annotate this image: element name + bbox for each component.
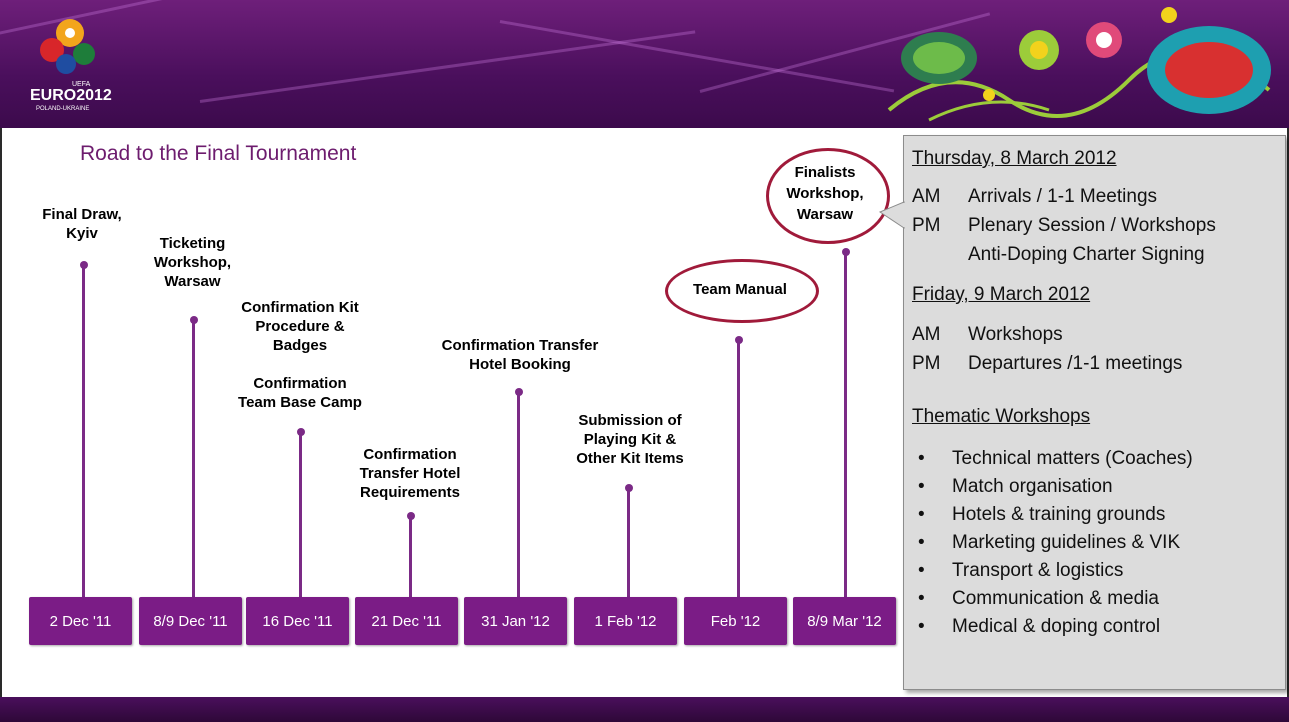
callout-item: Departures /1-1 meetings — [968, 353, 1183, 374]
date-box: 21 Dec '11 — [355, 597, 458, 645]
header-banner: UEFA EURO2012 POLAND-UKRAINE — [0, 0, 1289, 128]
timeline-dot — [842, 248, 850, 256]
event-label-transfer-hotel-requirements: Confirmation Transfer Hotel Requirements — [359, 446, 461, 501]
right-frame-line — [1287, 128, 1289, 697]
timeline-stem — [409, 516, 412, 597]
bullet-icon: • — [918, 504, 925, 525]
bullet-icon: • — [918, 476, 925, 497]
workshop-item: Medical & doping control — [952, 616, 1161, 637]
timeline-dot — [735, 336, 743, 344]
workshop-item: Match organisation — [952, 476, 1113, 497]
callout-time: PM — [912, 353, 941, 374]
event-label-team-base-camp: Confirmation Team Base Camp — [238, 375, 362, 411]
timeline-dot — [407, 512, 415, 520]
callout-item: Anti-Doping Charter Signing — [968, 244, 1205, 265]
logo-sub: POLAND-UKRAINE — [36, 106, 89, 112]
event-label-confirmation-kit: Confirmation Kit Procedure & Badges — [241, 299, 359, 354]
callout-pointer — [878, 201, 906, 229]
timeline-stem — [517, 392, 520, 597]
bullet-icon: • — [918, 448, 925, 469]
timeline-dot — [515, 388, 523, 396]
callout-workshops-heading: Thematic Workshops — [912, 406, 1091, 427]
callout-day1-heading: Thursday, 8 March 2012 — [912, 148, 1117, 169]
callout-item: Workshops — [968, 324, 1063, 345]
event-label-playing-kit: Submission of Playing Kit & Other Kit It… — [576, 412, 684, 467]
workshop-item: Transport & logistics — [952, 560, 1124, 581]
date-box: 1 Feb '12 — [574, 597, 677, 645]
left-frame-line — [0, 128, 2, 697]
date-box: 8/9 Dec '11 — [139, 597, 242, 645]
timeline-dot — [80, 261, 88, 269]
callout-item: Arrivals / 1-1 Meetings — [968, 186, 1158, 207]
timeline-stem — [192, 320, 195, 597]
bullet-icon: • — [918, 532, 925, 553]
timeline-stem — [844, 252, 847, 597]
highlight-oval-team-manual — [665, 259, 819, 323]
event-label-finalists-workshop: Finalists Workshop, Warsaw — [786, 164, 864, 223]
event-label-ticketing-workshop: Ticketing Workshop, Warsaw — [153, 235, 232, 290]
date-box: 2 Dec '11 — [29, 597, 132, 645]
slide-title: Road to the Final Tournament — [80, 142, 357, 165]
timeline-stem — [82, 264, 85, 597]
highlight-oval-finalists-workshop — [766, 148, 890, 244]
callout-day2-heading: Friday, 9 March 2012 — [912, 284, 1091, 305]
bullet-icon: • — [918, 588, 925, 609]
tournament-logo: UEFA EURO2012 POLAND-UKRAINE — [30, 19, 112, 112]
timeline-dot — [625, 484, 633, 492]
timeline-stem — [627, 488, 630, 597]
bullet-icon: • — [918, 616, 925, 637]
workshop-item: Technical matters (Coaches) — [952, 448, 1193, 469]
callout-time: AM — [912, 186, 941, 207]
callout-item: Plenary Session / Workshops — [968, 215, 1216, 236]
callout-time: AM — [912, 324, 941, 345]
stadium-flowers-decoration — [887, 7, 1271, 122]
timeline-dot — [297, 428, 305, 436]
bullet-icon: • — [918, 560, 925, 581]
workshop-item: Marketing guidelines & VIK — [952, 532, 1181, 553]
date-box: 8/9 Mar '12 — [793, 597, 896, 645]
timeline-stem — [737, 340, 740, 597]
event-label-final-draw: Final Draw, Kyiv — [42, 206, 122, 242]
logo-brand: EURO2012 — [30, 87, 112, 104]
logo-uefa: UEFA — [72, 81, 91, 88]
workshop-item: Communication & media — [952, 588, 1159, 609]
date-box: 31 Jan '12 — [464, 597, 567, 645]
event-label-transfer-hotel-booking: Confirmation Transfer Hotel Booking — [441, 337, 599, 373]
callout-time: PM — [912, 215, 941, 236]
date-box: 16 Dec '11 — [246, 597, 349, 645]
timeline-dot — [190, 316, 198, 324]
footer-bar — [0, 697, 1289, 722]
workshop-item: Hotels & training grounds — [952, 504, 1166, 525]
workshop-details-callout: Thursday, 8 March 2012 AM Arrivals / 1-1… — [903, 135, 1286, 690]
date-box: Feb '12 — [684, 597, 787, 645]
event-label-team-manual: Team Manual — [693, 281, 787, 298]
timeline-stem — [299, 431, 302, 597]
